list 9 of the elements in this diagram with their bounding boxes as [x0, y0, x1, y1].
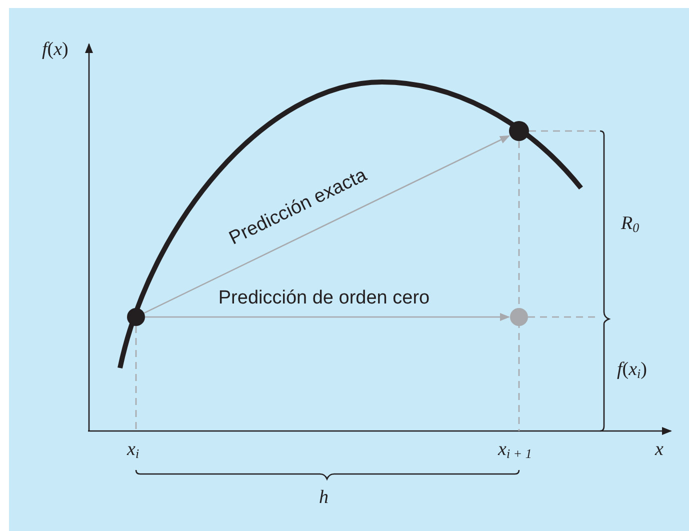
tick-label: x$_{i}$ [127, 440, 140, 459]
axis-label: x [655, 440, 664, 459]
brace-label: f(x$_{i}$) [617, 360, 647, 379]
brace-label: h [319, 488, 328, 507]
arrow [145, 313, 510, 321]
arrow [144, 135, 510, 314]
axis-label: f(x) [42, 40, 68, 59]
brace-label: R$_{0}$ [621, 214, 640, 233]
tick-label: x$_{i + 1}$ [498, 440, 532, 459]
